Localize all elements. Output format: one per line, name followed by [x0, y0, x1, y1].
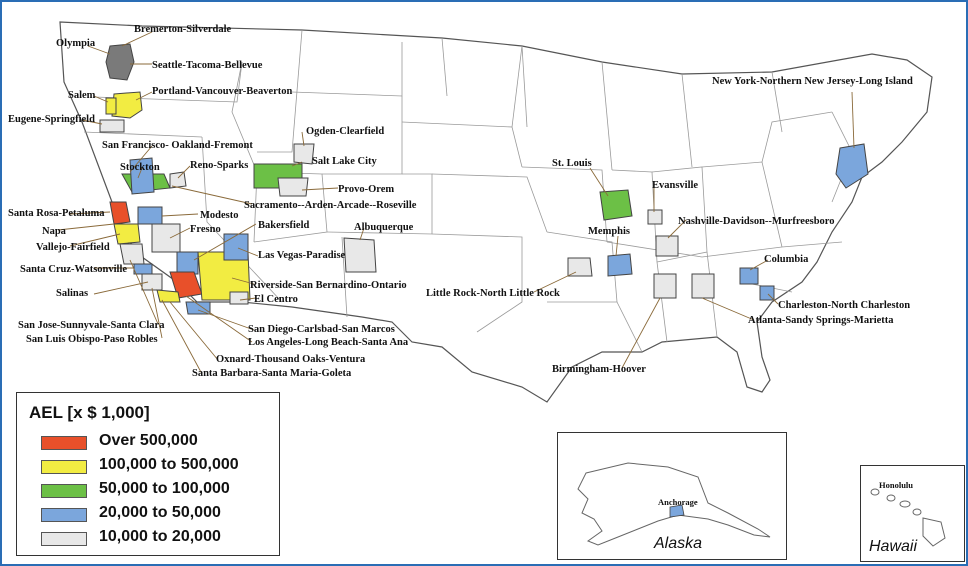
- legend-label: 10,000 to 20,000: [99, 528, 221, 545]
- metro-evansville: [647, 209, 663, 225]
- label-elcentro: El Centro: [254, 294, 298, 305]
- label-sandiego: San Diego-Carlsbad-San Marcos: [248, 324, 395, 335]
- label-evansville: Evansville: [652, 180, 698, 191]
- metro-sanjose: [119, 243, 145, 265]
- metro-seattle: [105, 43, 135, 81]
- label-sanfrancisco: San Francisco- Oakland-Fremont: [102, 140, 253, 151]
- metro-albuquerque: [343, 237, 377, 273]
- label-salem: Salem: [68, 90, 96, 101]
- label-stlouis: St. Louis: [552, 158, 592, 169]
- label-nashville: Nashville-Davidson--Murfreesboro: [678, 216, 835, 227]
- legend-swatch: [41, 484, 87, 498]
- label-sanluis: San Luis Obispo-Paso Robles: [26, 334, 158, 345]
- legend: AEL [x $ 1,000] Over 500,000 100,000 to …: [16, 392, 280, 556]
- hawaii-inset: Honolulu Hawaii: [860, 465, 965, 562]
- label-portland: Portland-Vancouver-Beaverton: [152, 86, 293, 97]
- metro-salem: [105, 97, 117, 115]
- label-bakersfield: Bakersfield: [258, 220, 309, 231]
- label-modesto: Modesto: [200, 210, 239, 221]
- label-stockton: Stockton: [120, 162, 160, 173]
- metro-areas: [99, 43, 869, 315]
- metro-sanluis: [141, 273, 163, 291]
- label-newyork: New York-Northern New Jersey-Long Island: [712, 76, 913, 87]
- metro-fresno: [151, 223, 181, 253]
- label-riverside: Riverside-San Bernardino-Ontario: [250, 280, 407, 291]
- label-memphis: Memphis: [588, 226, 630, 237]
- alaska-anchorage-area: [669, 504, 685, 518]
- label-atlanta: Atlanta-Sandy Springs-Marietta: [748, 315, 894, 326]
- metro-atlanta: [691, 273, 715, 299]
- alaska-inset: Anchorage Alaska: [557, 432, 787, 560]
- metro-stockton: [129, 157, 155, 195]
- label-honolulu: Honolulu: [879, 480, 913, 490]
- metro-birmingham: [653, 273, 677, 299]
- metro-reno: [169, 171, 187, 189]
- metro-sandiego: [185, 301, 211, 315]
- hawaii-label: Hawaii: [869, 538, 918, 555]
- alaska-label: Alaska: [654, 535, 703, 552]
- metro-littlerock: [567, 257, 593, 277]
- hawaii-map: Honolulu: [870, 480, 946, 547]
- label-bremerton: Bremerton-Silverdale: [134, 24, 232, 35]
- label-reno: Reno-Sparks: [190, 160, 248, 171]
- legend-label: 50,000 to 100,000: [99, 480, 230, 497]
- metro-labels: Bremerton-Silverdale Olympia Seattle-Tac…: [8, 24, 913, 379]
- metro-nashville: [655, 235, 679, 257]
- label-olympia: Olympia: [56, 38, 96, 49]
- legend-swatch: [41, 436, 87, 450]
- label-santarosa: Santa Rosa-Petaluma: [8, 208, 105, 219]
- label-littlerock: Little Rock-North Little Rock: [426, 288, 560, 299]
- legend-label: 100,000 to 500,000: [99, 456, 239, 473]
- label-vallejo: Vallejo-Fairfield: [36, 242, 110, 253]
- alaska-map: Anchorage: [577, 462, 771, 546]
- label-birmingham: Birmingham-Hoover: [552, 364, 646, 375]
- label-anchorage: Anchorage: [658, 497, 698, 507]
- metro-provo: [277, 177, 309, 197]
- metro-sanfrancisco: [113, 223, 141, 245]
- label-salinas: Salinas: [56, 288, 88, 299]
- metro-newyork: [835, 143, 869, 189]
- label-sanjose: San Jose-Sunnyvale-Santa Clara: [18, 320, 165, 331]
- label-santacruz: Santa Cruz-Watsonville: [20, 264, 127, 275]
- label-fresno: Fresno: [190, 224, 221, 235]
- label-ogden: Ogden-Clearfield: [306, 126, 384, 137]
- metro-santacruz: [133, 263, 153, 275]
- label-seattle: Seattle-Tacoma-Bellevue: [152, 60, 263, 71]
- metro-elcentro: [229, 291, 249, 305]
- legend-swatch: [41, 532, 87, 546]
- label-losangeles: Los Angeles-Long Beach-Santa Ana: [248, 337, 409, 348]
- label-oxnard: Oxnard-Thousand Oaks-Ventura: [216, 354, 366, 365]
- label-eugene: Eugene-Springfield: [8, 114, 95, 125]
- leader-lines: [57, 31, 855, 375]
- metro-lasvegas: [223, 233, 249, 261]
- label-saltlake: Salt Lake City: [312, 156, 378, 167]
- label-columbia: Columbia: [764, 254, 809, 265]
- legend-title: AEL [x $ 1,000]: [29, 403, 150, 422]
- metro-ogden: [293, 143, 315, 165]
- metro-stlouis: [599, 189, 633, 221]
- hawaii-islands: [870, 488, 946, 547]
- label-albuquerque: Albuquerque: [354, 222, 414, 233]
- label-lasvegas: Las Vegas-Paradise: [258, 250, 346, 261]
- metro-bakersfield: [176, 251, 199, 275]
- label-provo: Provo-Orem: [338, 184, 394, 195]
- label-sacramento: Sacramento--Arden-Arcade--Roseville: [244, 200, 417, 211]
- metro-modesto: [137, 206, 163, 225]
- state-boundaries: [83, 29, 853, 353]
- label-charleston: Charleston-North Charleston: [778, 300, 910, 311]
- metro-santarosa: [109, 201, 131, 225]
- legend-swatch: [41, 460, 87, 474]
- metro-memphis: [607, 253, 633, 277]
- label-napa: Napa: [42, 226, 67, 237]
- metro-oxnard: [156, 289, 181, 303]
- legend-label: 20,000 to 50,000: [99, 504, 221, 521]
- label-santabarbara: Santa Barbara-Santa Maria-Goleta: [192, 368, 352, 379]
- metro-eugene: [99, 119, 125, 133]
- metro-columbia: [739, 267, 759, 285]
- legend-label: Over 500,000: [99, 432, 198, 449]
- legend-swatch: [41, 508, 87, 522]
